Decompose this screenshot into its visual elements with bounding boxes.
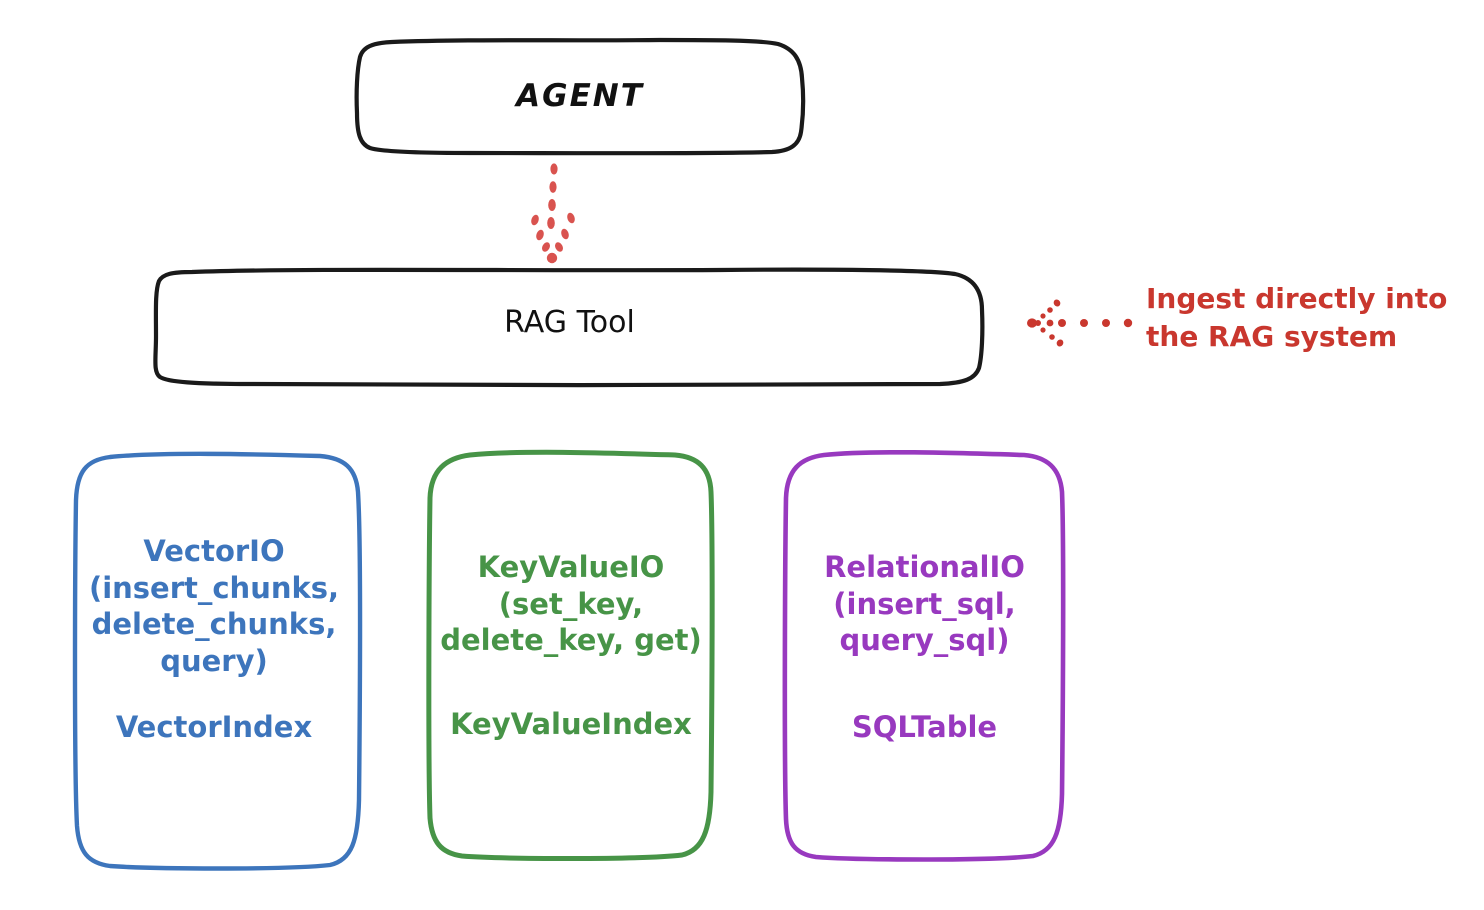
agent-box-outline <box>354 37 806 156</box>
relational-store-box-outline <box>782 449 1066 862</box>
vector-store-node[interactable] <box>72 451 363 871</box>
vector-store-box-outline <box>72 451 363 871</box>
rag-tool-box-outline <box>153 267 985 388</box>
agent-node[interactable] <box>354 37 806 156</box>
rag-tool-node[interactable] <box>153 267 985 388</box>
ingest-to-rag-connector <box>1027 299 1133 347</box>
agent-to-rag-connector <box>531 163 575 264</box>
relational-store-node[interactable] <box>782 449 1066 862</box>
keyvalue-store-node[interactable] <box>426 449 715 861</box>
keyvalue-store-box-outline <box>426 449 715 861</box>
